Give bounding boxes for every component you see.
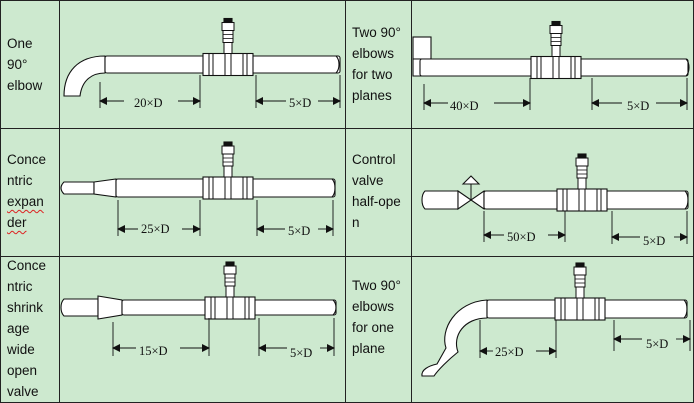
label-line: der bbox=[7, 215, 27, 230]
upstream-label-control-valve: 50×D bbox=[507, 230, 536, 244]
condition-label-two-elbows-one-plane: Two 90° elbows for one plane bbox=[352, 275, 401, 359]
label-line: elbow bbox=[7, 78, 43, 93]
label-line: elbows bbox=[352, 299, 395, 314]
condition-label-concentric-expander: Conce ntric expan der bbox=[7, 149, 46, 233]
cell-background bbox=[1, 129, 59, 256]
label-line: Two 90° bbox=[352, 25, 401, 40]
diagram-control-valve bbox=[421, 153, 689, 244]
label-line: half-ope bbox=[352, 194, 401, 209]
downstream-label-concentric-expander: 5×D bbox=[288, 224, 310, 238]
condition-label-control-valve: Control valve half-ope n bbox=[352, 149, 401, 233]
downstream-label-concentric-shrinkage: 5×D bbox=[290, 346, 312, 360]
label-line: planes bbox=[352, 88, 392, 103]
condition-label-concentric-shrinkage: Conce ntric shrink age wide open valve bbox=[7, 255, 46, 402]
upstream-label-concentric-expander: 25×D bbox=[141, 222, 170, 236]
label-line: shrink bbox=[7, 300, 44, 315]
cell-background bbox=[346, 1, 411, 128]
cell-background bbox=[346, 257, 411, 402]
label-line: elbows bbox=[352, 46, 395, 61]
condition-label-one-elbow: One 90° elbow bbox=[7, 33, 42, 96]
label-line: Conce bbox=[7, 258, 47, 273]
condition-label-two-elbows-two-planes: Two 90° elbows for two planes bbox=[352, 22, 401, 106]
label-line: open bbox=[7, 363, 38, 378]
label-line: One bbox=[7, 36, 33, 51]
label-line: for one bbox=[352, 320, 395, 335]
downstream-label-two-elbows-one-plane: 5×D bbox=[646, 337, 668, 351]
label-line: Control bbox=[352, 152, 396, 167]
upstream-label-one-elbow: 20×D bbox=[134, 96, 163, 110]
cell-background bbox=[346, 129, 411, 256]
diagram-concentric-expander bbox=[60, 141, 336, 236]
label-line: Two 90° bbox=[352, 278, 401, 293]
diagram-two-elbows-two-planes bbox=[412, 20, 690, 110]
label-line: n bbox=[352, 215, 360, 230]
label-line: age bbox=[7, 321, 30, 336]
upstream-label-two-elbows-two-planes: 40×D bbox=[450, 99, 479, 113]
cell-background bbox=[60, 257, 345, 402]
label-line: ntric bbox=[7, 173, 33, 188]
label-line: ntric bbox=[7, 279, 33, 294]
diagram-one-elbow bbox=[63, 17, 341, 108]
label-line: 90° bbox=[7, 57, 28, 72]
upstream-label-concentric-shrinkage: 15×D bbox=[139, 344, 168, 358]
label-line: valve bbox=[7, 384, 39, 399]
cell-background bbox=[1, 257, 59, 402]
label-line: Conce bbox=[7, 152, 47, 167]
downstream-label-one-elbow: 5×D bbox=[289, 96, 311, 110]
label-line: plane bbox=[352, 341, 386, 356]
label-line: valve bbox=[352, 173, 384, 188]
upstream-label-two-elbows-one-plane: 25×D bbox=[495, 345, 524, 359]
downstream-label-two-elbows-two-planes: 5×D bbox=[627, 99, 649, 113]
downstream-label-control-valve: 5×D bbox=[643, 234, 665, 248]
label-line: wide bbox=[7, 342, 35, 357]
label-line: for two bbox=[352, 67, 393, 82]
diagram-two-elbows-one-plane bbox=[421, 262, 691, 377]
label-line: expan bbox=[7, 194, 44, 209]
cell-background bbox=[1, 1, 59, 128]
diagram-concentric-shrinkage bbox=[60, 261, 337, 356]
